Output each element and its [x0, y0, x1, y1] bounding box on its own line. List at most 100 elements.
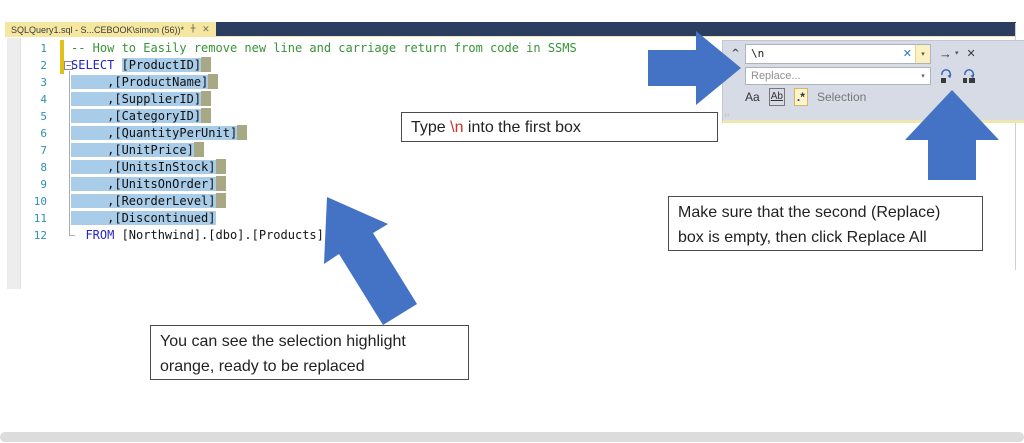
code-segment: ,[ProductName]	[71, 75, 209, 89]
find-replace-panel: ^ \n ✕ ▾ → ▾ ✕ Replace... ▾ Aa	[722, 40, 1024, 123]
search-scope-selection[interactable]: Selection	[816, 90, 867, 104]
find-input-value[interactable]: \n	[751, 47, 765, 60]
code-text: ,[UnitsInStock]	[71, 159, 226, 176]
newline-match-highlight	[201, 57, 212, 72]
code-text: ,[ProductName]	[71, 74, 219, 91]
close-panel-icon[interactable]: ✕	[966, 48, 976, 60]
replace-input[interactable]: Replace... ▾	[745, 67, 931, 85]
line-number: 9	[40, 178, 47, 191]
code-segment	[71, 228, 85, 242]
replace-next-icon[interactable]	[938, 68, 954, 84]
newline-match-highlight	[201, 108, 212, 123]
line-number: 4	[40, 93, 47, 106]
glyph-margin[interactable]	[7, 38, 21, 289]
slide-bottom-bar	[0, 432, 1024, 442]
code-line[interactable]: 7 ,[UnitPrice]	[5, 142, 1016, 159]
code-segment: -- How to Easily remove new line and car…	[71, 41, 577, 55]
line-number: 5	[40, 110, 47, 123]
change-tracking-bar	[60, 40, 64, 74]
tab-sqlquery1[interactable]: SQLQuery1.sql - S...CEBOOK\simon (56))* …	[5, 22, 216, 37]
editor-right-border	[1015, 23, 1016, 270]
newline-match-highlight	[201, 91, 212, 106]
search-history-dropdown-icon[interactable]: ▾	[915, 45, 930, 63]
code-line[interactable]: 4 ,[SupplierID]	[5, 91, 1016, 108]
find-input[interactable]: \n ✕ ▾	[745, 44, 931, 64]
code-line[interactable]: 1 -- How to Easily remove new line and ca…	[5, 40, 1016, 57]
replace-history-dropdown-icon[interactable]: ▾	[921, 72, 925, 80]
collapse-region-icon[interactable]: −	[64, 61, 73, 70]
line-number: 1	[40, 42, 47, 55]
line-number: 2	[40, 59, 47, 72]
code-text: ,[Discontinued]	[71, 210, 216, 227]
code-line[interactable]: 11 ,[Discontinued]	[5, 210, 1016, 227]
code-text: ,[UnitsOnOrder]	[71, 176, 226, 193]
match-whole-word-button[interactable]: Ab	[768, 88, 785, 106]
code-text: FROM [Northwind].[dbo].[Products]	[71, 227, 324, 244]
callout-text: into the first box	[463, 118, 581, 136]
code-text: ,[SupplierID]	[71, 91, 212, 108]
code-segment: SELECT	[71, 58, 122, 72]
use-regex-button[interactable]: .*	[793, 88, 808, 106]
callout-code-n: \n	[450, 118, 464, 136]
line-number: 3	[40, 76, 47, 89]
code-line[interactable]: 6 ,[QuantityPerUnit]	[5, 125, 1016, 142]
replace-input-placeholder[interactable]: Replace...	[751, 70, 801, 82]
newline-match-highlight	[215, 159, 226, 174]
line-number: 8	[40, 161, 47, 174]
code-line[interactable]: 12 FROM [Northwind].[dbo].[Products]	[5, 227, 1016, 244]
callout-text: Type	[411, 118, 451, 136]
callout-line: Make sure that the second (Replace)	[678, 204, 941, 221]
code-segment: ,[QuantityPerUnit]	[71, 126, 238, 140]
clear-search-icon[interactable]: ✕	[902, 47, 912, 60]
line-number: 10	[33, 195, 47, 208]
code-line[interactable]: 3 ,[ProductName]	[5, 74, 1016, 91]
code-segment: ,[SupplierID]	[71, 92, 202, 106]
code-segment: FROM	[85, 228, 115, 242]
code-line[interactable]: 10 ,[ReorderLevel]	[5, 193, 1016, 210]
code-text: -- How to Easily remove new line and car…	[71, 40, 577, 57]
newline-match-highlight	[215, 193, 226, 208]
line-number: 12	[33, 229, 47, 242]
callout-replace-all: Make sure that the second (Replace) box …	[668, 196, 983, 251]
newline-match-highlight	[215, 176, 226, 191]
code-segment: ,[UnitPrice]	[71, 143, 194, 157]
code-segment: [ProductID]	[121, 58, 202, 72]
tab-close-icon[interactable]: ✕	[202, 24, 210, 34]
panel-grip-dots[interactable]: ∷	[725, 113, 730, 119]
code-lines: 1 -- How to Easily remove new line and ca…	[5, 40, 1016, 244]
code-segment: ,[Discontinued]	[71, 211, 216, 225]
code-line[interactable]: 5 ,[CategoryID]	[5, 108, 1016, 125]
newline-match-highlight	[193, 142, 204, 157]
code-text: ,[UnitPrice]	[71, 142, 204, 159]
code-text: SELECT [ProductID]	[71, 57, 212, 74]
find-next-icon[interactable]: →	[939, 46, 952, 61]
newline-match-highlight	[208, 74, 219, 89]
code-segment: [Northwind].[dbo].[Products]	[114, 228, 324, 242]
code-line[interactable]: 8 ,[UnitsInStock]	[5, 159, 1016, 176]
callout-line: orange, ready to be replaced	[160, 358, 365, 375]
code-segment: ,[UnitsOnOrder]	[71, 177, 216, 191]
tab-well-strip	[215, 22, 1016, 37]
code-text: ,[QuantityPerUnit]	[71, 125, 248, 142]
outline-guide-line	[69, 71, 70, 235]
code-segment: ,[CategoryID]	[71, 109, 202, 123]
line-number: 7	[40, 144, 47, 157]
pin-icon[interactable]	[189, 24, 197, 35]
line-number: 6	[40, 127, 47, 140]
code-line[interactable]: 9 ,[UnitsOnOrder]	[5, 176, 1016, 193]
code-segment: ,[ReorderLevel]	[71, 194, 216, 208]
callout-line: You can see the selection highlight	[160, 333, 406, 350]
collapse-panel-icon[interactable]: ^	[731, 48, 740, 59]
callout-line: box is empty, then click Replace All	[678, 229, 927, 246]
callout-type-n: Type \n into the first box	[401, 112, 718, 142]
code-line[interactable]: 2 SELECT [ProductID]	[5, 57, 1016, 74]
code-segment: ,[UnitsInStock]	[71, 160, 216, 174]
newline-match-highlight	[237, 125, 248, 140]
line-number: 11	[33, 212, 47, 225]
tab-title: SQLQuery1.sql - S...CEBOOK\simon (56))*	[11, 24, 185, 35]
code-text: ,[ReorderLevel]	[71, 193, 226, 210]
replace-all-icon[interactable]	[961, 68, 977, 84]
match-case-button[interactable]: Aa	[745, 90, 760, 104]
find-options-caret-icon[interactable]: ▾	[955, 50, 959, 57]
